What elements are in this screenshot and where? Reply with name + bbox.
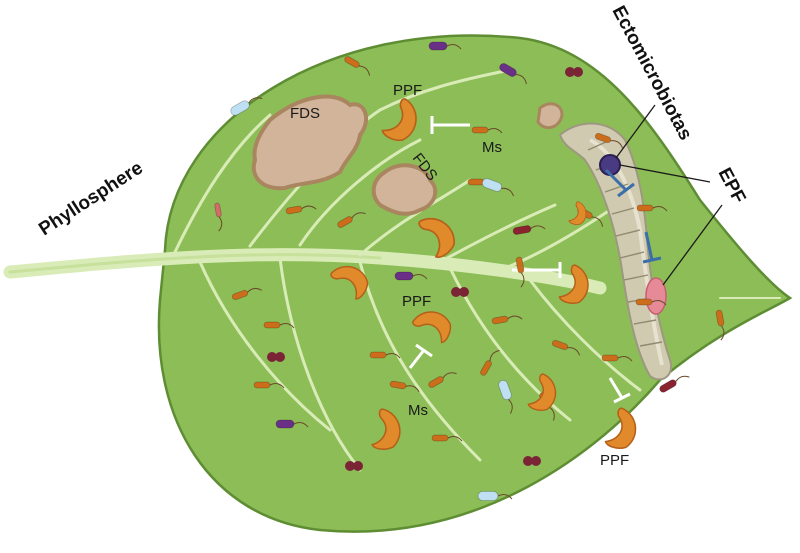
fds-spot: [251, 94, 369, 191]
crescent-fungus-icon: [558, 264, 589, 304]
rod-bacterium-icon: [601, 354, 633, 362]
diplococcus-icon: [451, 287, 469, 297]
rod-bacterium-icon: [498, 379, 513, 414]
vein: [173, 113, 272, 254]
fds-spot: [371, 163, 438, 216]
microbe-layer: [214, 41, 725, 501]
rod-bacterium-icon: [369, 351, 401, 359]
rod-bacterium-icon: [394, 271, 428, 281]
crescent-fungus-icon: [418, 217, 455, 259]
rod-bacterium-icon: [337, 212, 366, 228]
ms-label-1: Ms: [482, 139, 502, 156]
rod-bacterium-icon: [480, 349, 500, 376]
vein: [198, 260, 332, 432]
crescent-fungus-icon: [330, 265, 369, 300]
rod-bacterium-icon: [344, 56, 371, 76]
diplococcus-icon: [267, 352, 285, 362]
rod-bacterium-icon: [214, 202, 223, 232]
rod-bacterium-icon: [499, 63, 527, 85]
ppf-label-3: PPF: [600, 452, 629, 469]
diplococcus-icon: [345, 461, 363, 471]
larva: [558, 122, 673, 381]
vein: [248, 68, 512, 248]
rod-bacterium-icon: [471, 126, 503, 134]
rod-bacterium-icon: [431, 434, 463, 442]
rod-bacterium-icon: [230, 97, 263, 116]
rod-bacterium-icon: [481, 178, 514, 197]
rod-bacterium-icon: [715, 309, 725, 341]
crescent-fungus-icon: [371, 408, 401, 450]
rod-bacterium-icon: [594, 132, 624, 149]
inhibition-arrows: [408, 116, 662, 404]
vein: [498, 208, 612, 272]
inhibition-arrow-icon: [430, 116, 470, 134]
diplococcus-icon: [523, 456, 541, 466]
inhibition-arrow-icon: [604, 168, 635, 198]
fds-spot: [536, 102, 564, 130]
rod-bacterium-icon: [477, 491, 513, 501]
crescent-fungus-icon: [568, 201, 587, 225]
rod-bacterium-icon: [389, 380, 420, 393]
fds-label-1: FDS: [290, 105, 320, 122]
ppf-label-2: PPF: [402, 293, 431, 310]
rod-bacterium-icon: [263, 321, 295, 329]
vein: [278, 256, 362, 472]
rod-bacterium-icon: [231, 287, 262, 301]
vein: [298, 138, 422, 247]
epf-spot: [645, 277, 667, 315]
rod-bacterium-icon: [285, 205, 317, 215]
crescent-fungus-icon: [381, 98, 417, 142]
rod-bacterium-icon: [659, 375, 690, 393]
rod-bacterium-icon: [428, 41, 462, 51]
ppf-label-1: PPF: [393, 82, 422, 99]
crescent-fungus-icon: [604, 407, 637, 449]
crescent-fungus-icon: [412, 311, 452, 344]
phyllosphere-label: Phyllosphere: [35, 158, 147, 241]
rod-bacterium-icon: [428, 372, 457, 388]
rod-bacterium-icon: [275, 419, 309, 429]
inhibition-arrow-icon: [642, 231, 662, 264]
vein: [438, 203, 557, 264]
inhibition-arrow-icon: [408, 343, 433, 369]
rod-bacterium-icon: [551, 339, 581, 356]
diplococcus-icon: [565, 67, 583, 77]
rod-bacterium-icon: [635, 298, 667, 306]
ms-label-2: Ms: [408, 402, 428, 419]
rod-bacterium-icon: [512, 225, 546, 235]
rod-bacterium-icon: [636, 204, 668, 212]
inhibition-arrow-icon: [608, 377, 631, 404]
crescent-fungus-icon: [527, 373, 557, 411]
rod-bacterium-icon: [491, 315, 523, 325]
rod-bacterium-icon: [253, 381, 285, 389]
vein: [528, 278, 642, 392]
leaf-blade: [157, 34, 793, 533]
pointer-lines: [615, 104, 723, 286]
rod-bacterium-icon: [515, 256, 525, 288]
epf-label: EPF: [714, 164, 750, 206]
